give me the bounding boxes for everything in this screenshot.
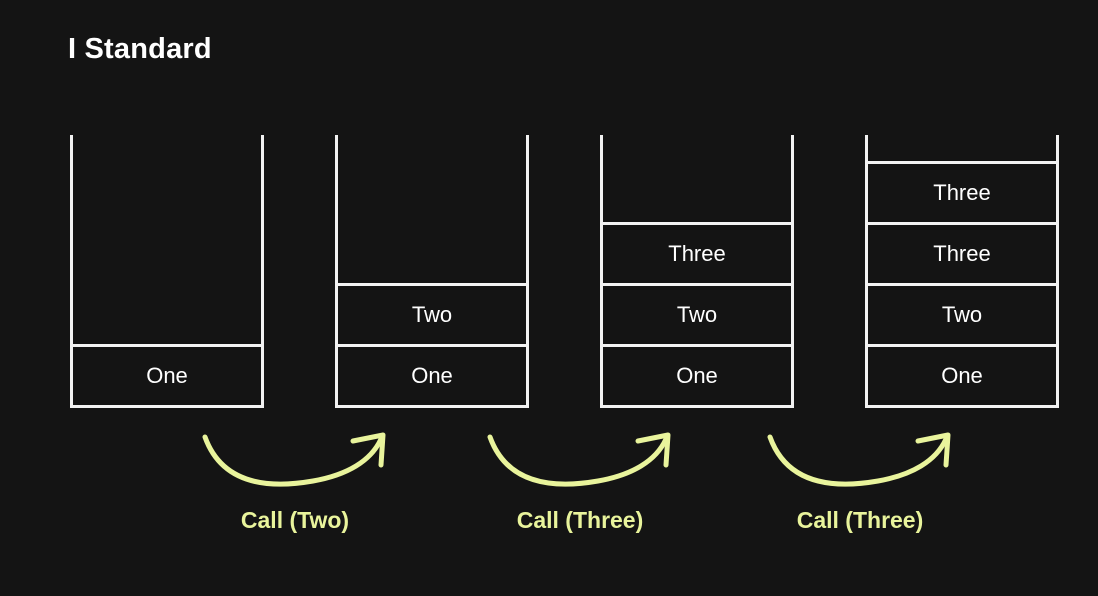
stack-frame: Two (868, 283, 1056, 344)
transition-2: Call (Three) (480, 425, 720, 570)
stack-frame: Two (603, 283, 791, 344)
transition-label: Call (Three) (516, 507, 644, 533)
call-stack-4: Three Three Two One (865, 135, 1059, 408)
transition-label: Call (Two) (240, 507, 350, 533)
stack-frame: Two (338, 283, 526, 344)
curved-arrow-right-icon (202, 432, 386, 487)
stack-frame: Three (868, 222, 1056, 283)
call-stack-1: One (70, 135, 264, 408)
stack-frame: Three (603, 222, 791, 283)
transition-label: Call (Three) (796, 507, 924, 533)
stack-frame: One (868, 344, 1056, 405)
transition-1: Call (Two) (195, 425, 435, 570)
curved-arrow-right-icon (767, 432, 951, 487)
stack-frame: One (603, 344, 791, 405)
curved-arrow-right-icon (487, 432, 671, 487)
transition-3: Call (Three) (760, 425, 1000, 570)
stack-frame: One (73, 344, 261, 405)
call-stack-2: Two One (335, 135, 529, 408)
call-stack-3: Three Two One (600, 135, 794, 408)
stack-frame: Three (868, 161, 1056, 222)
stack-frame: One (338, 344, 526, 405)
page-title: I Standard (68, 33, 212, 65)
